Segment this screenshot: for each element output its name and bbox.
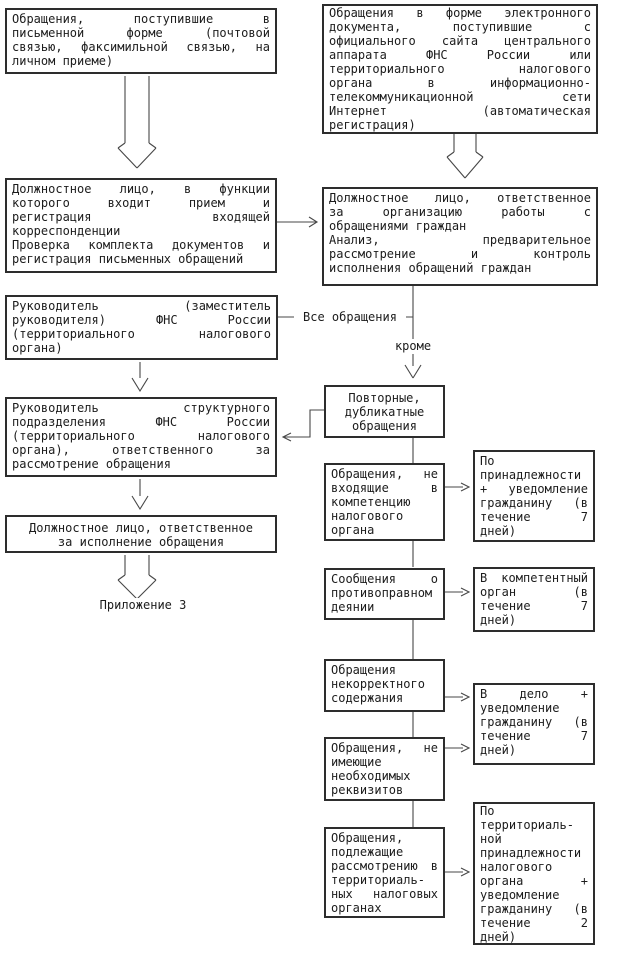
- arrow-territorial: [445, 867, 471, 877]
- arrow-executor-to-attachment: [117, 555, 157, 600]
- arrow-written-to-intake: [117, 76, 157, 169]
- arrow-outside-competence: [445, 482, 471, 492]
- arrow-missing-requisites: [445, 743, 471, 753]
- arrow-repeat-to-unit-head: [281, 409, 324, 442]
- arrow-unit-head-to-executor: [131, 479, 149, 511]
- spine-organizer-down: [404, 286, 422, 379]
- arrow-fns-head-to-unit-head: [131, 362, 149, 393]
- label-attachment-3: Приложение 3: [95, 598, 191, 613]
- arrow-intake-to-organizer: [277, 216, 319, 228]
- arrow-unlawful: [445, 587, 471, 597]
- label-except: кроме: [391, 339, 435, 354]
- arrow-incorrect: [445, 692, 471, 702]
- arrow-electronic-to-organizer: [446, 134, 484, 179]
- label-all-appeals: Все обращения: [294, 310, 406, 325]
